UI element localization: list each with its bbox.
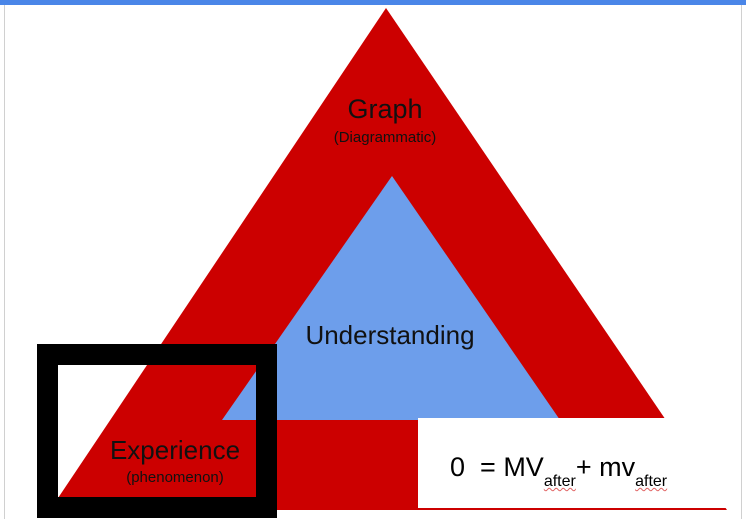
equation-box: 0 = MVafter+ mvafter bbox=[418, 418, 727, 508]
equation-sub-after-1: after bbox=[543, 473, 576, 490]
equation-lhs: 0 bbox=[450, 452, 466, 482]
momentum-equation: 0 = MVafter+ mvafter bbox=[450, 452, 667, 490]
experience-highlight-frame bbox=[37, 344, 277, 518]
experience-label: Experience bbox=[109, 435, 241, 465]
page-left-border bbox=[4, 5, 5, 519]
graph-sublabel: (Diagrammatic) bbox=[333, 129, 437, 146]
equation-mv-big: = MV bbox=[480, 452, 544, 482]
top-accent-bar bbox=[0, 0, 746, 5]
equation-mv-small: + mv bbox=[575, 452, 636, 482]
graph-label: Graph bbox=[347, 94, 423, 124]
equation-sub-after-2: after bbox=[635, 473, 668, 490]
inner-triangle bbox=[222, 176, 560, 420]
experience-sublabel: (phenomenon) bbox=[126, 469, 224, 486]
page-right-border bbox=[741, 5, 742, 519]
understanding-label: Understanding bbox=[305, 320, 475, 350]
